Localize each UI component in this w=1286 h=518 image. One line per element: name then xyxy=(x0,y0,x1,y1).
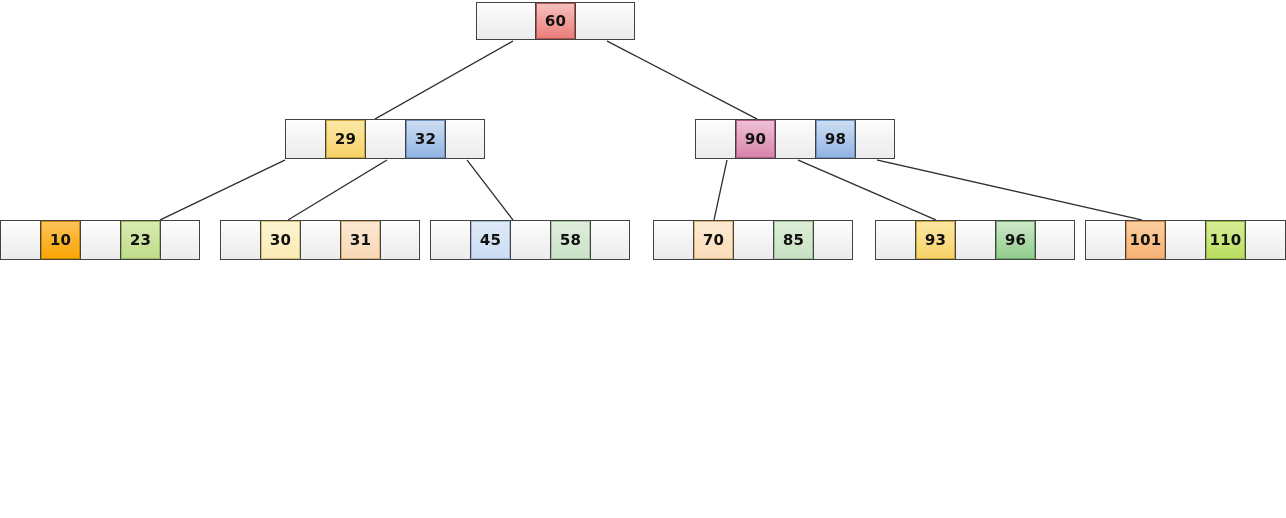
btree-node-internal-right: 90 98 xyxy=(695,119,895,159)
empty-cell xyxy=(814,221,852,259)
empty-cell xyxy=(381,221,419,259)
edge-internal-left-to-leaf-3 xyxy=(466,159,514,221)
empty-cell xyxy=(301,221,341,259)
empty-cell xyxy=(654,221,694,259)
empty-cell xyxy=(446,120,484,158)
empty-cell xyxy=(1036,221,1074,259)
empty-cell xyxy=(876,221,916,259)
btree-leaf-6: 101 110 xyxy=(1085,220,1286,260)
btree-leaf-2: 30 31 xyxy=(220,220,420,260)
empty-cell xyxy=(776,120,816,158)
empty-cell xyxy=(431,221,471,259)
btree-leaf-1: 10 23 xyxy=(0,220,200,260)
key-cell-93: 93 xyxy=(916,221,956,259)
key-cell-70: 70 xyxy=(694,221,734,259)
btree-leaf-4: 70 85 xyxy=(653,220,853,260)
empty-cell xyxy=(477,3,536,39)
key-cell-98: 98 xyxy=(816,120,856,158)
key-cell-110: 110 xyxy=(1206,221,1246,259)
empty-cell xyxy=(1,221,41,259)
key-cell-58: 58 xyxy=(551,221,591,259)
key-cell-29: 29 xyxy=(326,120,366,158)
empty-cell xyxy=(221,221,261,259)
btree-node-internal-left: 29 32 xyxy=(285,119,485,159)
empty-cell xyxy=(511,221,551,259)
empty-cell xyxy=(1086,221,1126,259)
key-cell-30: 30 xyxy=(261,221,301,259)
empty-cell xyxy=(734,221,774,259)
key-cell-31: 31 xyxy=(341,221,381,259)
key-cell-23: 23 xyxy=(121,221,161,259)
key-cell-90: 90 xyxy=(736,120,776,158)
empty-cell xyxy=(591,221,629,259)
edge-internal-right-to-leaf-6 xyxy=(876,159,1143,221)
edge-internal-right-to-leaf-5 xyxy=(797,159,937,221)
edge-root-to-internal-left xyxy=(374,40,514,120)
btree-leaf-5: 93 96 xyxy=(875,220,1075,260)
empty-cell xyxy=(81,221,121,259)
key-cell-96: 96 xyxy=(996,221,1036,259)
edge-root-to-internal-right xyxy=(606,40,758,120)
empty-cell xyxy=(286,120,326,158)
empty-cell xyxy=(161,221,199,259)
empty-cell xyxy=(696,120,736,158)
empty-cell xyxy=(576,3,634,39)
empty-cell xyxy=(956,221,996,259)
empty-cell xyxy=(1246,221,1285,259)
edge-internal-left-to-leaf-1 xyxy=(159,159,286,221)
key-cell-32: 32 xyxy=(406,120,446,158)
key-cell-45: 45 xyxy=(471,221,511,259)
key-cell-85: 85 xyxy=(774,221,814,259)
btree-node-root: 60 xyxy=(476,2,635,40)
edge-internal-left-to-leaf-2 xyxy=(287,159,388,221)
edge-internal-right-to-leaf-4 xyxy=(713,159,728,221)
key-cell-10: 10 xyxy=(41,221,81,259)
empty-cell xyxy=(1166,221,1206,259)
key-cell-60: 60 xyxy=(536,3,576,39)
btree-leaf-3: 45 58 xyxy=(430,220,630,260)
empty-cell xyxy=(856,120,894,158)
empty-cell xyxy=(366,120,406,158)
key-cell-101: 101 xyxy=(1126,221,1166,259)
